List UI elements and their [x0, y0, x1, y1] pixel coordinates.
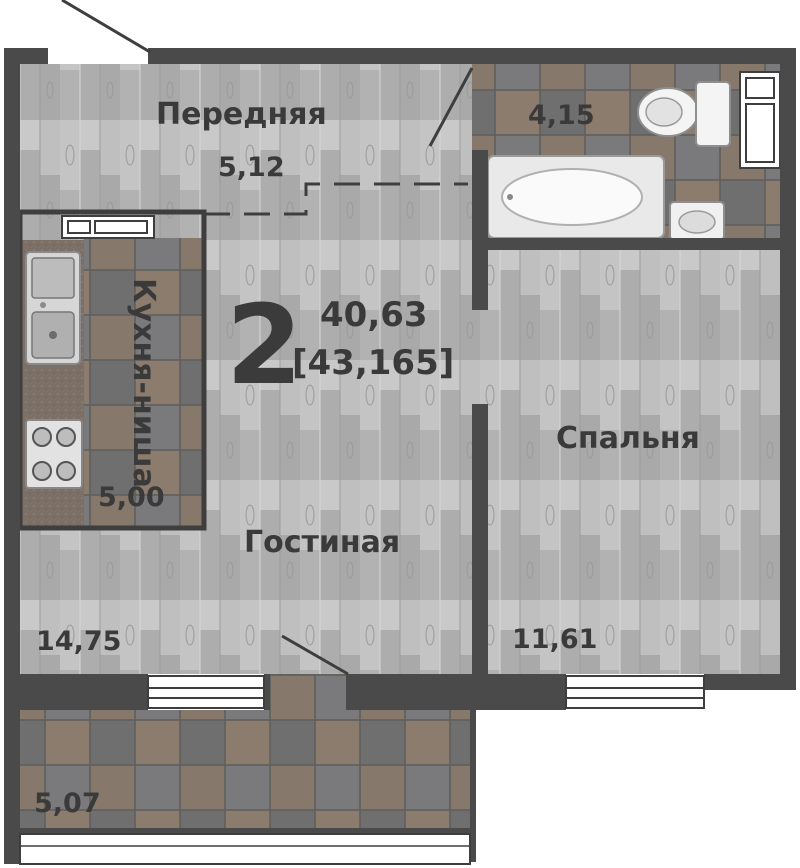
- walls: [4, 48, 796, 864]
- washbasin-icon: [669, 201, 725, 241]
- toilet-icon: [637, 81, 731, 147]
- bedroom-doorway: [472, 310, 488, 404]
- total-area-with-balcony: [43,165]: [292, 343, 455, 383]
- bedroom-area: 11,61: [512, 624, 598, 655]
- kitchen-name: Кухня-ниша: [126, 278, 161, 488]
- rooms-count: 2: [226, 281, 303, 409]
- kitchen-area: 5,00: [98, 482, 165, 513]
- bathroom-area: 4,15: [528, 100, 595, 131]
- hall-floor: [20, 64, 472, 224]
- hall-name: Передняя: [156, 97, 327, 132]
- total-area: 40,63: [320, 295, 428, 335]
- balcony-area: 5,07: [34, 788, 101, 819]
- bedroom-name: Спальня: [556, 421, 700, 456]
- living-window-icon: [147, 675, 265, 709]
- bedroom-floor: [488, 246, 780, 674]
- bathroom-window-icon: [739, 71, 781, 169]
- stove-icon: [25, 419, 83, 489]
- balcony-railing: [19, 833, 471, 865]
- kitchen-window-icon: [61, 215, 155, 239]
- hall-area: 5,12: [218, 152, 285, 183]
- living-area: 14,75: [36, 626, 122, 657]
- bedroom-window-icon: [565, 675, 705, 709]
- balcony-floor: [20, 710, 470, 828]
- loggia-door-floor: [268, 674, 346, 710]
- door-swings: [61, 0, 474, 676]
- hall-boundary-line: [204, 182, 468, 216]
- bathtub-icon: [487, 155, 665, 239]
- sink-icon: [25, 251, 81, 365]
- kitchen-niche-floor: [84, 238, 202, 526]
- living-name: Гостиная: [244, 525, 401, 560]
